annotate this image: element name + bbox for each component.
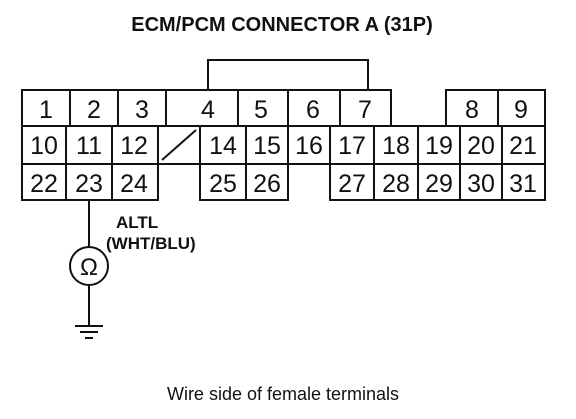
terminal-27-cell: [329, 163, 375, 201]
terminal-12: 12: [120, 132, 148, 160]
probe-label-wire-color: (WHT/BLU): [106, 234, 196, 253]
terminal-26: 26: [253, 170, 281, 198]
terminal-21-cell: [501, 125, 546, 165]
terminal-10: 10: [30, 132, 58, 160]
terminal-17: 17: [338, 132, 366, 160]
blank-terminal-slash: [161, 129, 197, 161]
terminal-17-cell: [329, 125, 375, 165]
terminal-1: 1: [39, 96, 53, 124]
terminal-4: 4: [201, 96, 215, 124]
terminal-14: 14: [209, 132, 237, 160]
ohmmeter-icon: Ω: [69, 246, 109, 286]
terminal-22-cell: [21, 163, 67, 201]
terminal-2-cell: [69, 89, 119, 127]
terminal-7-cell: [339, 89, 392, 127]
terminal-11-cell: [65, 125, 113, 165]
connector-row-3: 22 23 24 25 26 27 28 29 30 31: [21, 163, 546, 201]
terminal-31: 31: [509, 170, 537, 198]
terminal-31-cell: [501, 163, 546, 201]
terminal-6: 6: [306, 96, 320, 124]
terminal-26-cell: [245, 163, 289, 201]
terminal-20: 20: [467, 132, 495, 160]
terminal-28: 28: [382, 170, 410, 198]
probe-label-signal: ALTL: [116, 213, 158, 232]
terminal-8: 8: [465, 96, 479, 124]
terminal-20-cell: [459, 125, 503, 165]
terminal-15: 15: [253, 132, 281, 160]
terminal-9: 9: [514, 96, 528, 124]
terminal-29: 29: [425, 170, 453, 198]
terminal-14-cell: [199, 125, 247, 165]
connector-lock-tab: [207, 59, 369, 90]
terminal-16-cell: [287, 125, 331, 165]
terminal-7: 7: [358, 96, 372, 124]
terminal-27: 27: [338, 170, 366, 198]
terminal-21: 21: [509, 132, 537, 160]
terminal-3: 3: [135, 96, 149, 124]
terminal-5: 5: [254, 96, 268, 124]
terminal-19: 19: [425, 132, 453, 160]
diagram-caption: Wire side of female terminals: [167, 384, 399, 404]
connector-row-2: 10 11 12 14 15 16 17 18 19 20 21: [21, 125, 546, 165]
terminal-11: 11: [76, 132, 102, 160]
ground-icon: [75, 325, 103, 339]
terminal-15-cell: [245, 125, 289, 165]
terminal-18: 18: [382, 132, 410, 160]
terminal-30: 30: [467, 170, 495, 198]
terminal-24-cell: [111, 163, 159, 201]
connector-row-1: 1 2 3 4 5 6 7 8 9: [21, 89, 546, 127]
terminal-24: 24: [120, 170, 148, 198]
terminal-16: 16: [295, 132, 323, 160]
terminal-23: 23: [75, 170, 103, 198]
ohm-symbol: Ω: [80, 254, 98, 281]
terminal-30-cell: [459, 163, 503, 201]
terminal-2: 2: [87, 96, 101, 124]
diagram-title: ECM/PCM CONNECTOR A (31P): [131, 14, 433, 36]
terminal-25: 25: [209, 170, 237, 198]
terminal-22: 22: [30, 170, 58, 198]
terminal-9-cell: [497, 89, 546, 127]
